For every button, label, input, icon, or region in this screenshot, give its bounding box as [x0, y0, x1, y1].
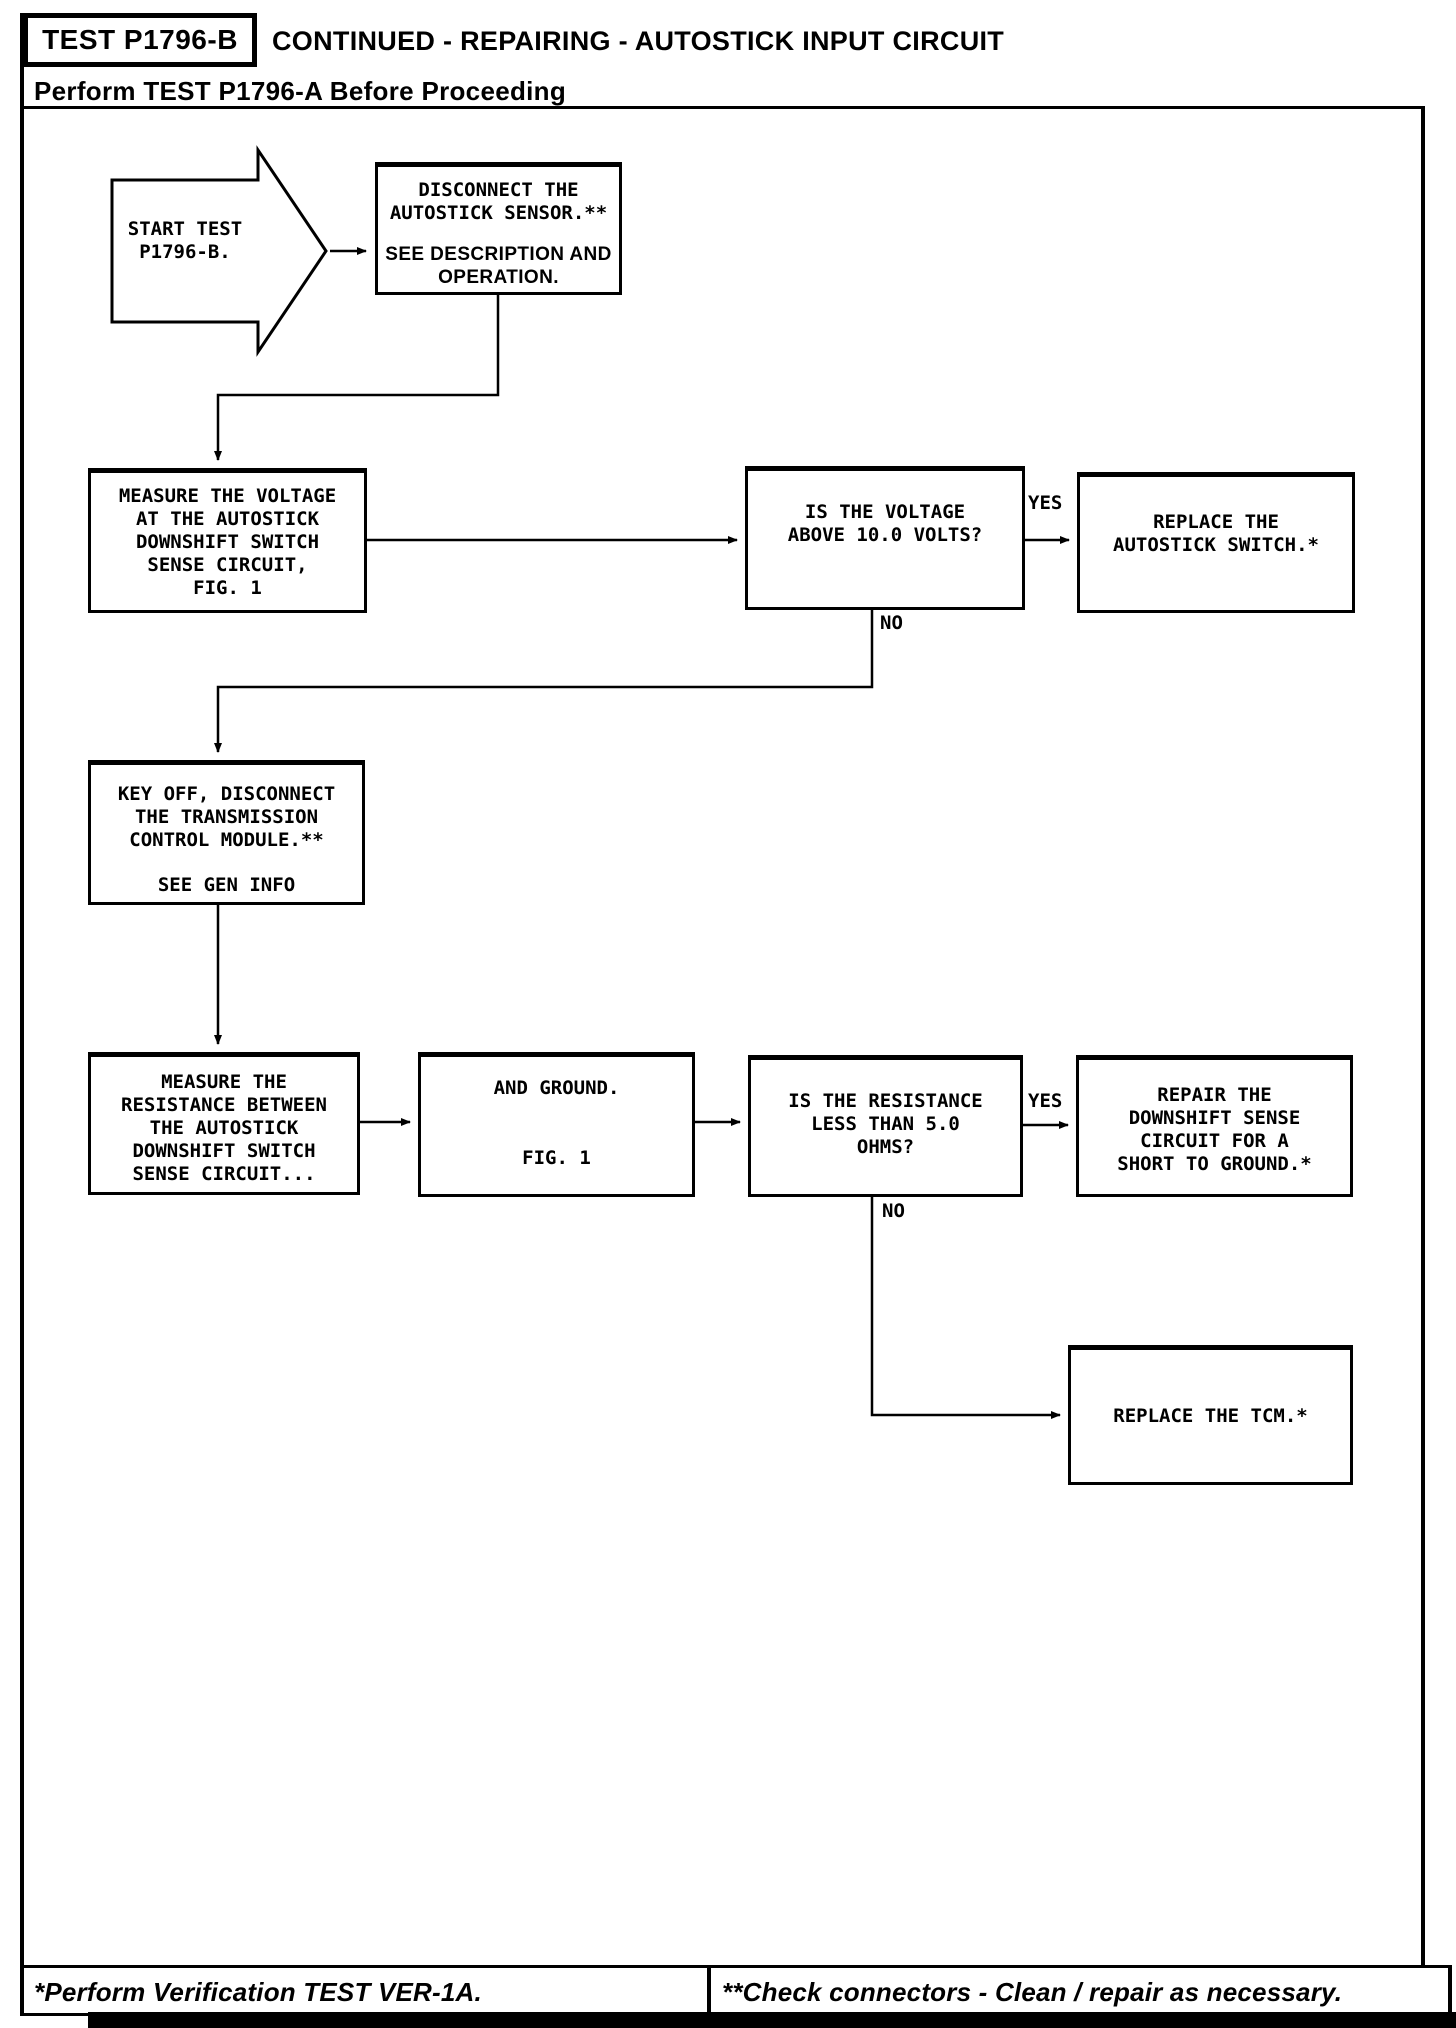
line-gap	[378, 225, 619, 243]
line-gap	[421, 1100, 692, 1147]
label-yes-2: YES	[1028, 1090, 1063, 1112]
flow-box-line: SENSE CIRCUIT,	[147, 554, 308, 576]
footer-note-right: **Check connectors - Clean / repair as n…	[722, 1977, 1343, 2007]
flow-box-line: REPLACE THE TCM.*	[1113, 1404, 1308, 1427]
flow-box-line: ABOVE 10.0 VOLTS?	[787, 524, 983, 546]
flow-box-line: SEE DESCRIPTION AND	[385, 244, 612, 265]
flow-box-line: THE TRANSMISSION	[134, 806, 319, 828]
test-id-label: TEST P1796-B	[42, 24, 238, 55]
flow-box-repair-circuit: REPAIR THE DOWNSHIFT SENSE CIRCUIT FOR A…	[1076, 1055, 1353, 1197]
flow-box-replace-tcm: REPLACE THE TCM.*	[1068, 1345, 1353, 1485]
footer-bottom-line	[20, 2013, 88, 2016]
flow-box-line: THE AUTOSTICK	[149, 1117, 299, 1139]
flow-box-and-ground: AND GROUND. FIG. 1	[418, 1052, 695, 1197]
flow-box-key-off: KEY OFF, DISCONNECT THE TRANSMISSION CON…	[88, 760, 365, 905]
flow-box-replace-switch: REPLACE THE AUTOSTICK SWITCH.*	[1077, 472, 1355, 613]
flow-box-line: OPERATION.	[438, 267, 559, 288]
page-subtitle: Perform TEST P1796-A Before Proceeding	[34, 76, 567, 106]
flow-box-measure-resistance: MEASURE THE RESISTANCE BETWEEN THE AUTOS…	[88, 1052, 360, 1195]
flow-box-line: AUTOSTICK SENSOR.**	[389, 202, 608, 224]
start-arrow-shape	[110, 145, 328, 357]
flow-box-line: REPLACE THE	[1153, 511, 1279, 533]
header-divider-line	[20, 106, 1425, 109]
flow-box-line: START TEST	[127, 218, 243, 240]
flow-box-line: AND GROUND.	[493, 1077, 620, 1099]
flow-box-line: SENSE CIRCUIT...	[132, 1163, 316, 1185]
page-border-right	[1421, 106, 1425, 1968]
footer-note-left: *Perform Verification TEST VER-1A.	[34, 1977, 482, 2007]
flow-box-line: SEE GEN INFO	[157, 874, 296, 896]
flow-box-line: DOWNSHIFT SENSE	[1128, 1107, 1301, 1129]
flow-box-line: LESS THAN 5.0	[811, 1113, 960, 1135]
connector-no2	[870, 1197, 1061, 1419]
flow-box-line: FIG. 1	[522, 1147, 591, 1169]
page-border-left	[20, 13, 24, 2016]
flow-box-line: AUTOSTICK SWITCH.*	[1113, 534, 1319, 556]
flow-box-line: MEASURE THE	[161, 1071, 287, 1093]
flow-box-disconnect-sensor: DISCONNECT THE AUTOSTICK SENSOR.** SEE D…	[375, 162, 622, 295]
flow-box-line: MEASURE THE VOLTAGE	[118, 485, 337, 507]
bottom-black-bar	[88, 2012, 1456, 2028]
flow-box-resistance-decision: IS THE RESISTANCE LESS THAN 5.0 OHMS?	[748, 1055, 1023, 1197]
flow-box-start: START TEST P1796-B.	[112, 218, 258, 264]
flow-box-line: IS THE VOLTAGE	[804, 501, 966, 523]
flow-box-line: AT THE AUTOSTICK	[135, 508, 320, 530]
label-yes-1: YES	[1028, 492, 1063, 514]
test-id-box: TEST P1796-B	[23, 13, 257, 67]
flow-box-line: DOWNSHIFT SWITCH	[132, 1140, 316, 1162]
connector-disconnect-to-measure	[214, 295, 500, 461]
footer-border-right	[1448, 1965, 1452, 2015]
flow-box-line: P1796-B.	[139, 241, 231, 263]
flow-box-line: SHORT TO GROUND.*	[1117, 1153, 1312, 1175]
label-no-2: NO	[882, 1200, 905, 1222]
connector-no1	[214, 610, 874, 753]
footer-divider-line	[707, 1965, 711, 2015]
flow-box-line: FIG. 1	[193, 577, 262, 599]
flow-box-line: REPAIR THE	[1157, 1084, 1272, 1106]
flow-box-line: DISCONNECT THE	[418, 179, 579, 201]
flow-box-line: IS THE RESISTANCE	[788, 1090, 983, 1112]
page-title: CONTINUED - REPAIRING - AUTOSTICK INPUT …	[272, 26, 1005, 56]
flow-box-measure-voltage: MEASURE THE VOLTAGE AT THE AUTOSTICK DOW…	[88, 468, 367, 613]
line-gap	[91, 852, 362, 874]
flow-box-line: CIRCUIT FOR A	[1140, 1130, 1289, 1152]
flow-box-line: DOWNSHIFT SWITCH	[135, 531, 320, 553]
flow-box-line: RESISTANCE BETWEEN	[121, 1094, 327, 1116]
flow-box-line: CONTROL MODULE.**	[129, 829, 324, 851]
flow-box-line: OHMS?	[856, 1136, 915, 1158]
flow-box-voltage-decision: IS THE VOLTAGE ABOVE 10.0 VOLTS?	[745, 466, 1025, 610]
footer-top-line	[20, 1965, 1452, 1968]
label-no-1: NO	[880, 612, 903, 634]
flow-box-line: KEY OFF, DISCONNECT	[117, 783, 336, 805]
